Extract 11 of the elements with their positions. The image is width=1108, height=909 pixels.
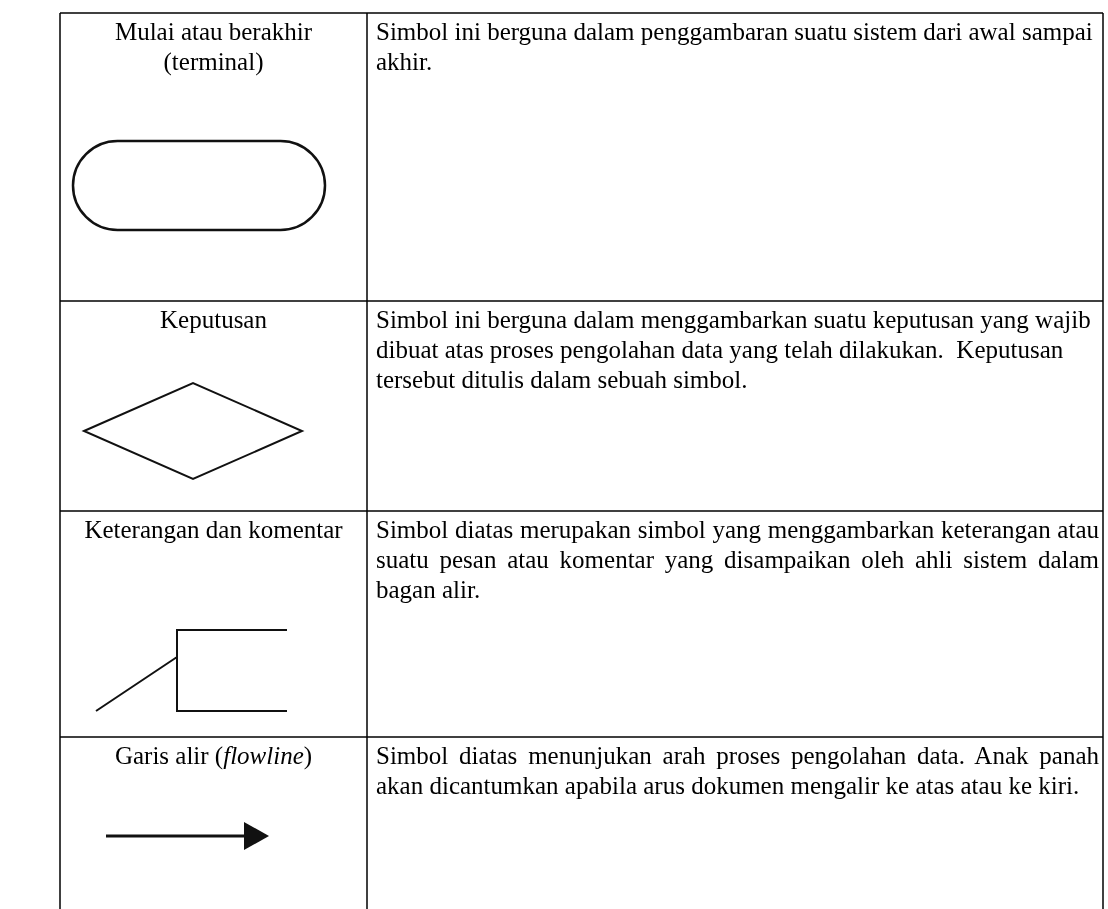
decision-diamond	[81, 381, 305, 481]
symbol-name: Keputusan	[159, 305, 268, 335]
symbol-description: Simbol ini berguna dalam menggambarkan suatu keputusan yang wajib dibuat atas proses pengolahan data yang telah dilakukan. Keputusan tersebut ditulis dalam sebuah simbol.	[376, 305, 1092, 395]
symbol-name: Mulai atau berakhir (terminal)	[113, 17, 314, 77]
symbol-name: Garis alir (flowline)	[113, 741, 314, 771]
terminal-symbol	[71, 139, 327, 232]
annotation-symbol	[95, 629, 288, 712]
symbol-description: Simbol diatas menunjukan arah proses pengolahan data. Anak panah akan dicantumkan apabila arus dokumen mengalir ke atas atau ke kiri.	[376, 741, 1099, 801]
symbol-description: Simbol diatas merupakan simbol yang menggambarkan keterangan atau suatu pesan atau komentar yang disampaikan oleh ahli sistem dalam bagan alir.	[376, 515, 1099, 605]
symbol-name: Keterangan dan komentar	[83, 515, 344, 545]
symbol-description: Simbol ini berguna dalam penggambaran suatu sistem dari awal sampai akhir.	[376, 17, 1094, 77]
